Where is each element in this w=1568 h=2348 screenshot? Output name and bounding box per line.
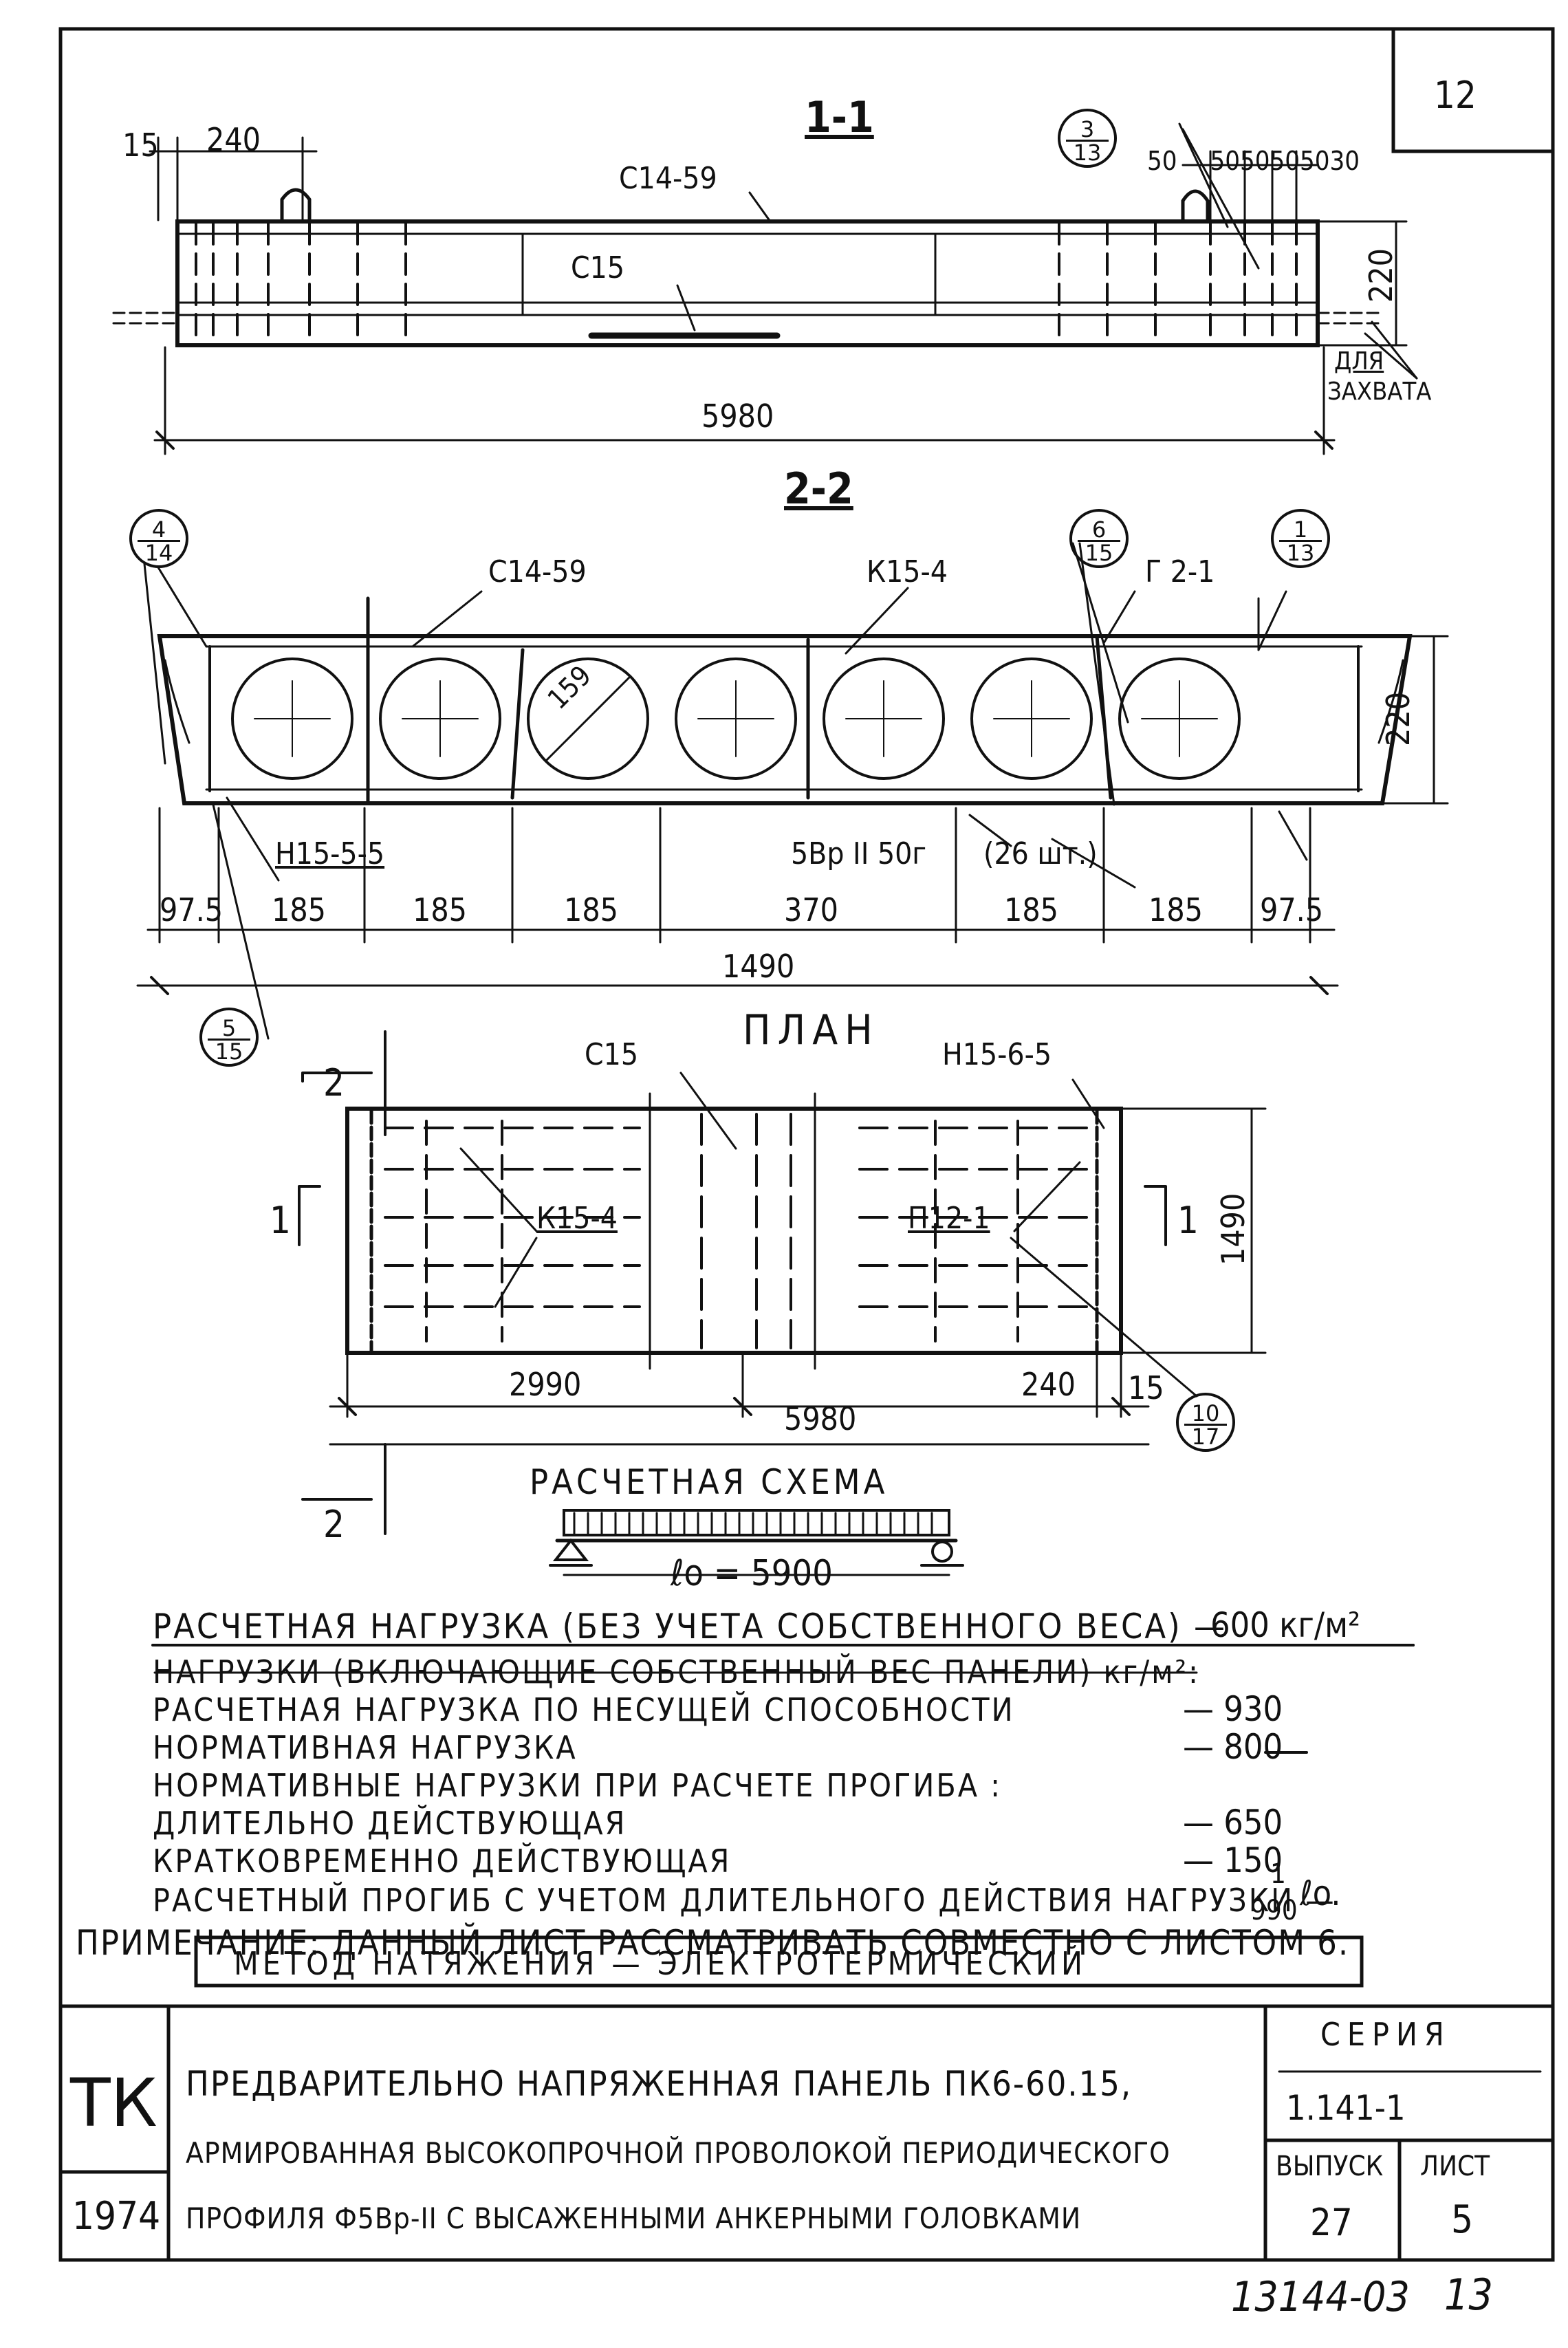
issue-value: 27 bbox=[1310, 2201, 1353, 2244]
deflection-unit: ℓo. bbox=[1300, 1873, 1341, 1913]
title-block-grid bbox=[58, 2004, 1555, 2262]
year: 1974 bbox=[72, 2194, 161, 2239]
callout-5-15: 5 15 bbox=[199, 1008, 259, 1067]
callout-6-15: 6 15 bbox=[1069, 509, 1129, 568]
deflection-label: РАСЧЕТНЫЙ ПРОГИБ С УЧЕТОМ ДЛИТЕЛЬНОГО ДЕ… bbox=[153, 1882, 1336, 1919]
label-n15-5-5: Н15-5-5 bbox=[275, 836, 385, 871]
sheet-label: ЛИСТ bbox=[1420, 2151, 1490, 2182]
dim-50-a: 50 bbox=[1147, 146, 1177, 176]
dim-2990: 2990 bbox=[509, 1366, 582, 1403]
design-load-value: 600 кг/м² bbox=[1210, 1605, 1361, 1645]
spacing-370: 370 bbox=[784, 891, 838, 928]
design-scheme-drawing bbox=[549, 1509, 964, 1576]
title-line-3: ПРОФИЛЯ Ф5Вр-II С ВЫСАЖЕННЫМИ АНКЕРНЫМИ … bbox=[186, 2202, 1082, 2235]
load-row-label: НОРМАТИВНЫЕ НАГРУЗКИ ПРИ РАСЧЕТЕ ПРОГИБА… bbox=[153, 1767, 1003, 1804]
scheme-title: РАСЧЕТНАЯ СХЕМА bbox=[530, 1462, 889, 1502]
height-220-section-1: 220 bbox=[1362, 248, 1400, 303]
spacing-97-5-left: 97.5 bbox=[160, 891, 224, 928]
dim-50-c: 50 bbox=[1240, 146, 1270, 176]
sheet-corner-number: 12 bbox=[1434, 74, 1477, 117]
plan-drawing bbox=[298, 1030, 1267, 1535]
label-p12-1: П12-1 bbox=[908, 1201, 990, 1236]
load-row-label: НОРМАТИВНАЯ НАГРУЗКА bbox=[153, 1729, 578, 1766]
archive-stamp-number: 13144-03 bbox=[1231, 2273, 1410, 2321]
spacing-185-c: 185 bbox=[564, 891, 618, 928]
spacing-185-e: 185 bbox=[1148, 891, 1203, 928]
title-line-1: ПРЕДВАРИТЕЛЬНО НАПРЯЖЕННАЯ ПАНЕЛЬ ПК6-60… bbox=[186, 2064, 1133, 2104]
callout-1-13: 1 13 bbox=[1271, 509, 1330, 568]
title-line-2: АРМИРОВАННАЯ ВЫСОКОПРОЧНОЙ ПРОВОЛОКОЙ ПЕ… bbox=[186, 2136, 1170, 2170]
width-1490-section-2: 1490 bbox=[722, 948, 795, 985]
issue-label: ВЫПУСК bbox=[1276, 2151, 1384, 2182]
section-2-2-title: 2-2 bbox=[784, 464, 853, 514]
loads-header: НАГРУЗКИ (ВКЛЮЧАЮЩИЕ СОБСТВЕННЫЙ ВЕС ПАН… bbox=[153, 1653, 1200, 1691]
callout-10-17: 10 17 bbox=[1176, 1393, 1235, 1452]
sheet-frame bbox=[58, 27, 1555, 2262]
grip-note-1: ДЛЯ bbox=[1334, 347, 1384, 376]
callout-4-14: 4 14 bbox=[129, 509, 188, 568]
cut-mark-1-right: 1 bbox=[1177, 1199, 1199, 1242]
load-row-value: — 800 bbox=[1183, 1727, 1283, 1767]
dim-240-plan: 240 bbox=[1021, 1366, 1076, 1403]
dim-50-d: 50 bbox=[1270, 146, 1300, 176]
org-code: ТК bbox=[70, 2065, 157, 2142]
plan-title: ПЛАН bbox=[743, 1006, 880, 1054]
label-g2-1: Г 2-1 bbox=[1145, 554, 1215, 589]
series-value: 1.141-1 bbox=[1286, 2088, 1406, 2128]
label-k15-4-section-2: К15-4 bbox=[867, 554, 948, 589]
cut-mark-2-top: 2 bbox=[323, 1061, 345, 1105]
dim-30: 30 bbox=[1329, 146, 1360, 176]
archive-stamp-page: 13 bbox=[1444, 2270, 1493, 2320]
label-k15-4-plan: К15-4 bbox=[536, 1201, 618, 1236]
width-1490-plan: 1490 bbox=[1215, 1193, 1252, 1265]
scheme-span: ℓo = 5900 bbox=[671, 1553, 833, 1594]
dim-15-plan: 15 bbox=[1128, 1369, 1164, 1406]
label-n15-6-5: Н15-6-5 bbox=[942, 1037, 1052, 1072]
load-row-label: ДЛИТЕЛЬНО ДЕЙСТВУЮЩАЯ bbox=[153, 1805, 627, 1842]
method-box bbox=[194, 1935, 1364, 1988]
label-c15-section-1: С15 bbox=[571, 250, 625, 285]
deflection-denominator: 990 bbox=[1250, 1895, 1298, 1926]
dim-240-top: 240 bbox=[206, 121, 261, 158]
load-row-value: — 650 bbox=[1183, 1803, 1283, 1842]
load-row-value: — 930 bbox=[1183, 1689, 1283, 1729]
spacing-185-d: 185 bbox=[1004, 891, 1058, 928]
load-row-label: КРАТКОВРЕМЕННО ДЕЙСТВУЮЩАЯ bbox=[153, 1842, 732, 1880]
sheet-value: 5 bbox=[1451, 2197, 1474, 2242]
series-label: СЕРИЯ bbox=[1320, 2016, 1451, 2053]
section-2-2-drawing bbox=[136, 542, 1449, 1040]
height-220-section-2: 220 bbox=[1380, 692, 1417, 746]
cut-mark-1-left: 1 bbox=[270, 1199, 291, 1242]
label-c14-59-section-1: С14-59 bbox=[619, 161, 717, 196]
deflection-numerator: 1 bbox=[1270, 1858, 1286, 1890]
section-1-1-title: 1-1 bbox=[805, 92, 874, 142]
cut-mark-2-bottom: 2 bbox=[323, 1503, 345, 1546]
dim-50-b: 50 bbox=[1210, 146, 1241, 176]
length-5980-section-1: 5980 bbox=[701, 398, 774, 435]
section-1-1-drawing bbox=[112, 122, 1418, 455]
spacing-97-5-right: 97.5 bbox=[1260, 891, 1324, 928]
load-row-value: — 150 bbox=[1183, 1840, 1283, 1880]
sheet-note: ПРИМЕЧАНИЕ: ДАННЫЙ ЛИСТ РАССМАТРИВАТЬ СО… bbox=[76, 1923, 1350, 1963]
design-load-label: РАСЧЕТНАЯ НАГРУЗКА (БЕЗ УЧЕТА СОБСТВЕННО… bbox=[153, 1607, 1228, 1646]
label-c15-plan: С15 bbox=[585, 1037, 639, 1072]
spacing-185-a: 185 bbox=[272, 891, 326, 928]
callout-3-13: 3 13 bbox=[1058, 109, 1117, 168]
label-26-pieces: (26 шт.) bbox=[983, 836, 1098, 871]
grip-note-2: ЗАХВАТА bbox=[1327, 378, 1432, 406]
dim-5980-plan: 5980 bbox=[784, 1400, 857, 1437]
load-row-label: РАСЧЕТНАЯ НАГРУЗКА ПО НЕСУЩЕЙ СПОСОБНОСТ… bbox=[153, 1691, 1015, 1728]
label-c14-59-section-2: С14-59 bbox=[488, 554, 587, 589]
dim-50-e: 50 bbox=[1300, 146, 1330, 176]
label-wire-5vr-ii: 5Вр II 50г bbox=[791, 836, 927, 871]
dim-15-top: 15 bbox=[122, 127, 159, 164]
corner-box bbox=[1391, 27, 1555, 153]
spacing-185-b: 185 bbox=[413, 891, 467, 928]
tension-method: МЕТОД НАТЯЖЕНИЯ — ЭЛЕКТРОТЕРМИЧЕСКИЙ bbox=[234, 1945, 1087, 1982]
hollow-cores bbox=[231, 657, 1241, 780]
